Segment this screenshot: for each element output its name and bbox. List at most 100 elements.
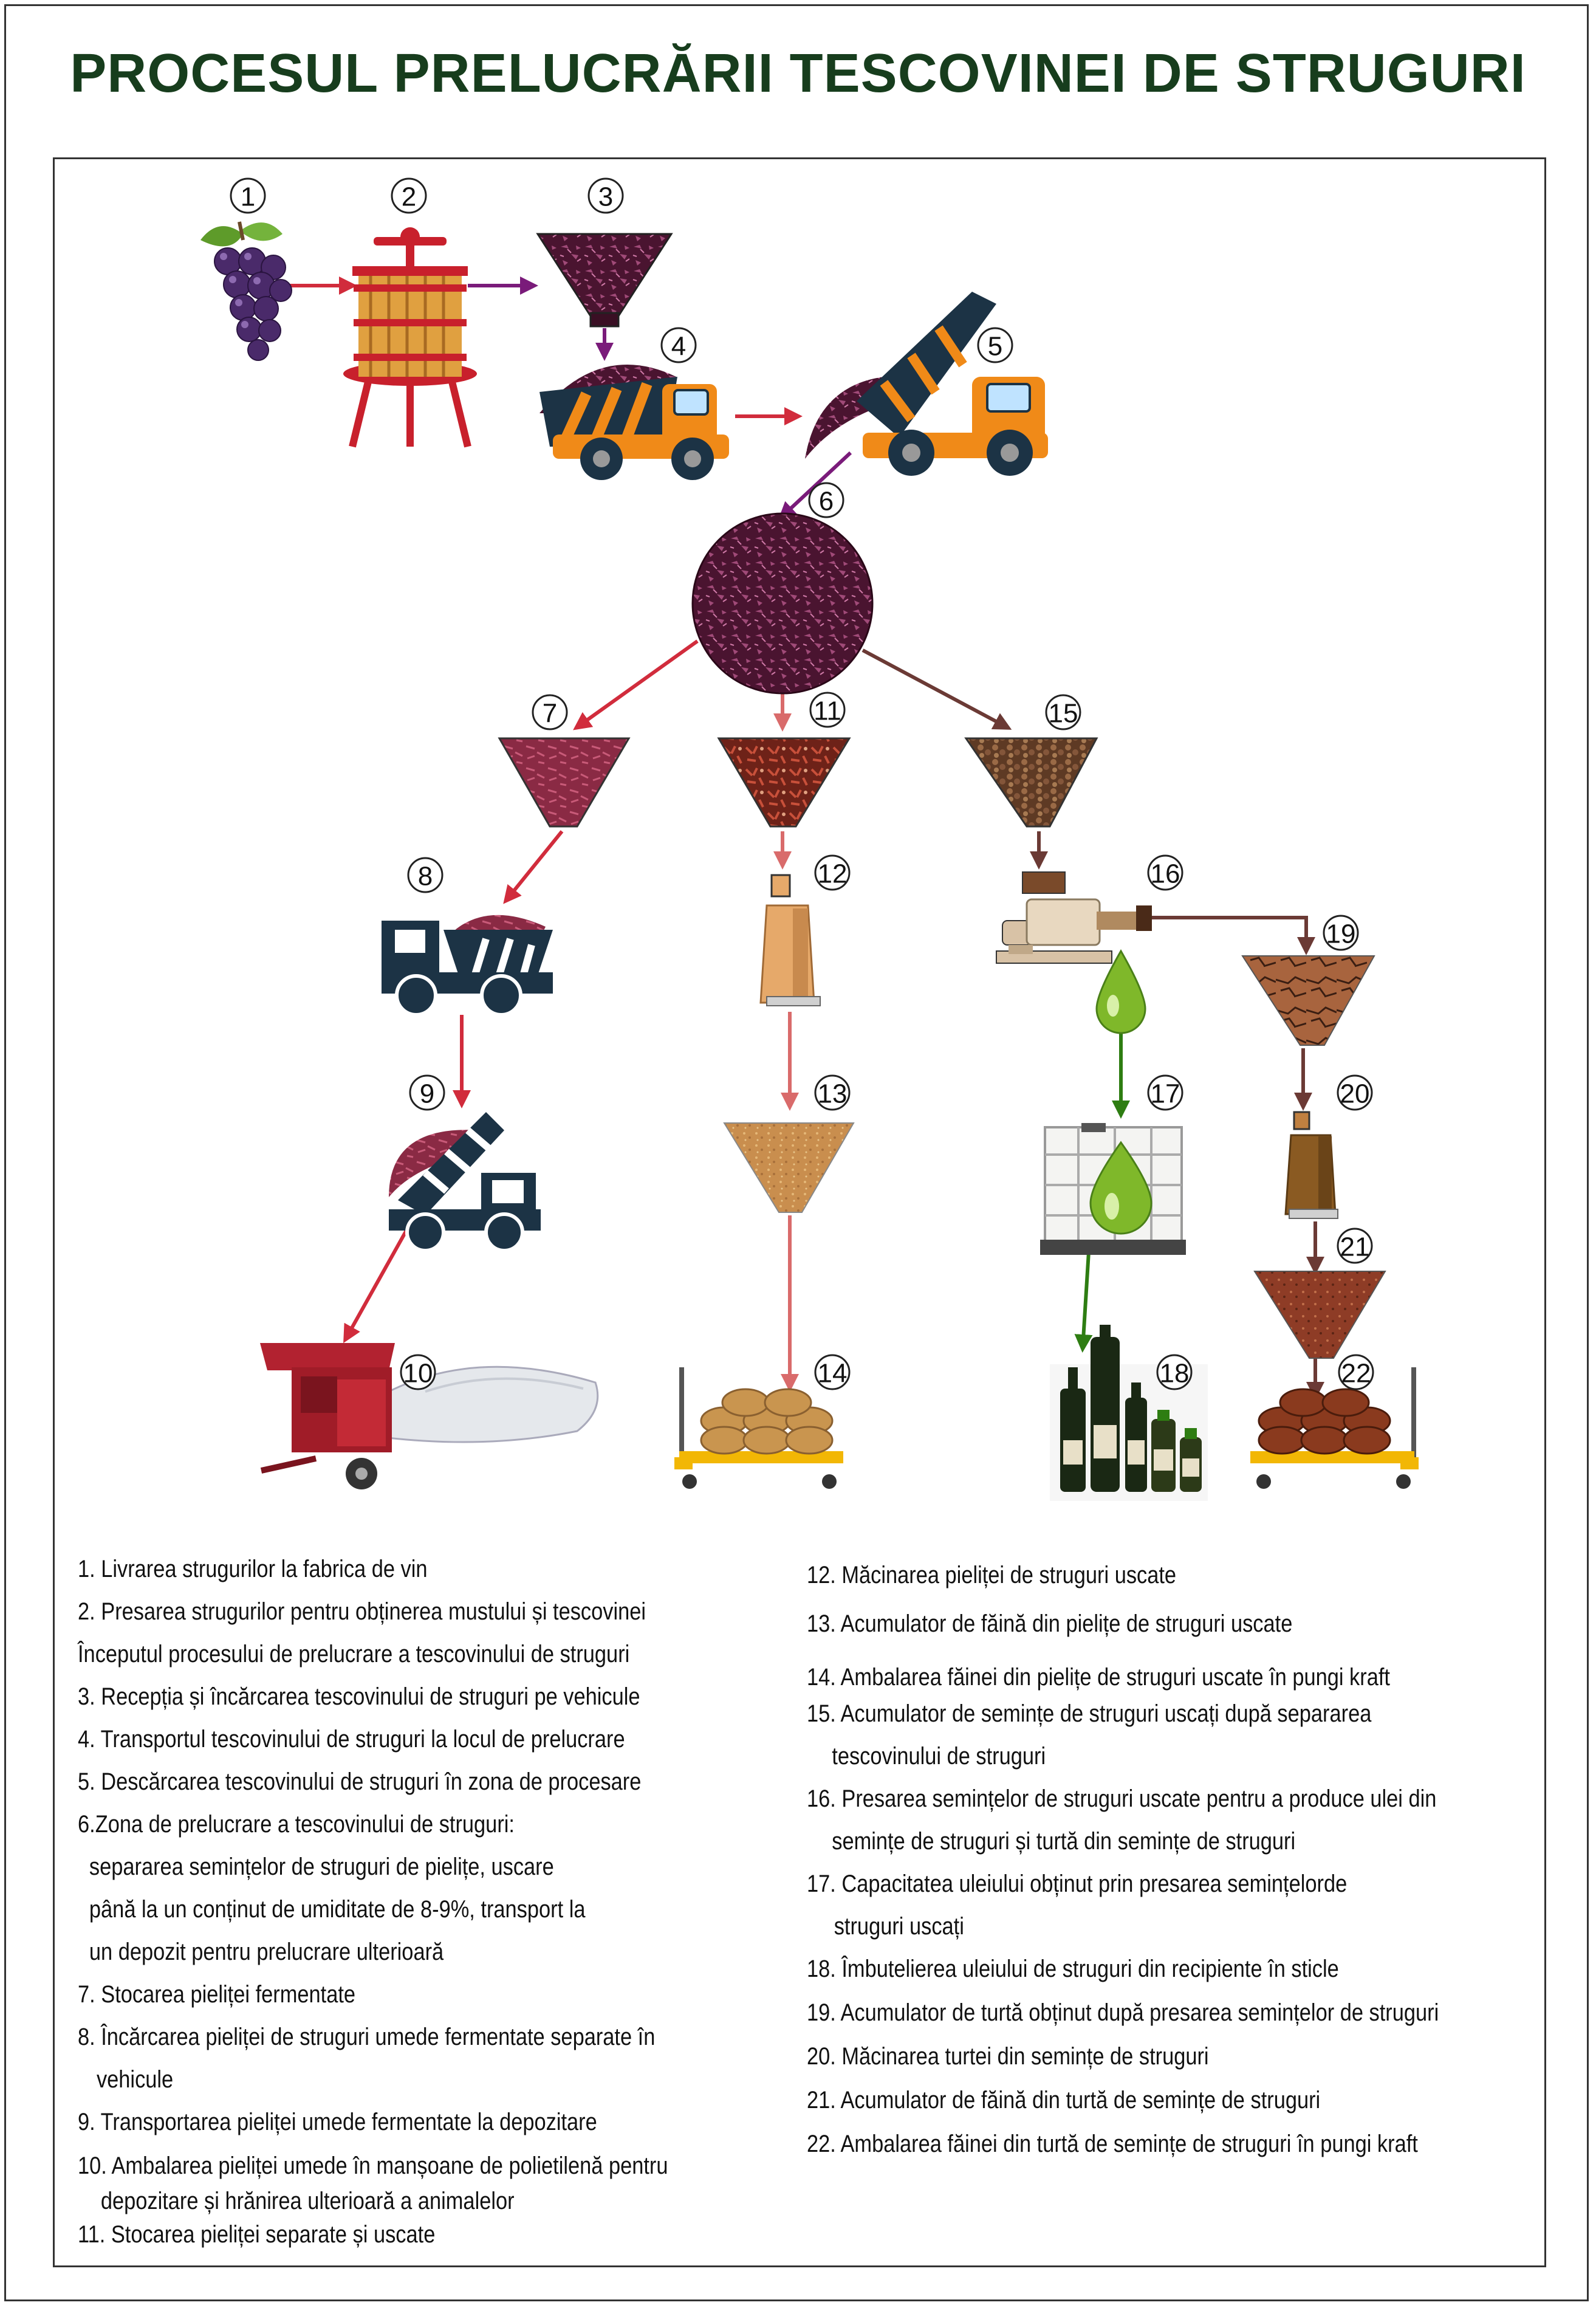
step-badge-22 [1338,1354,1374,1390]
page-title: PROCESUL PRELUCRĂRII TESCOVINEI DE STRUG… [70,43,1526,104]
legend-item-17: 17. Capacitatea uleiului obținut prin pr… [807,1870,1348,1897]
legend-item-20: 20. Măcinarea turtei din semințe de stru… [807,2043,1209,2070]
step-number-14: 14 [818,1359,848,1389]
step-number-17: 17 [1151,1079,1180,1109]
step-badge-11 [809,692,846,728]
legend-item-7: 7. Stocarea pieliței fermentate [78,1981,356,2008]
step-number-19: 19 [1326,919,1356,949]
legend-item-22: 22. Ambalarea făinei din turtă de seminț… [807,2131,1418,2157]
legend-item-11: 11. Stocarea pieliței separate și uscate [78,2221,436,2248]
step-badge-10 [400,1354,436,1390]
step-number-10: 10 [403,1359,433,1389]
step-number-21: 21 [1340,1232,1370,1262]
arrow-17-18 [1074,1251,1093,1353]
legend-item-15-line-2: tescovinului de struguri [832,1743,1046,1770]
arrow-7-8 [503,830,564,904]
step-number-16: 16 [1151,859,1180,889]
step-badge-1 [230,177,266,214]
oil-drop-highlight [1107,995,1119,1017]
hopper-skins-icon [498,737,631,828]
arrow-6-7 [573,639,699,730]
pallet-kraft-bags-icon [674,1367,843,1489]
hopper-dry-skins-icon [717,737,851,828]
step-number-13: 13 [818,1079,848,1109]
legend-item-9: 9. Transportarea pieliței umede fermenta… [78,2109,597,2135]
step-badge-13 [814,1074,851,1111]
step-badge-8 [407,857,444,893]
silage-bagging-machine-icon [260,1343,599,1489]
legend-item-18: 18. Îmbutelierea uleiului de struguri di… [807,1956,1339,1982]
legend-item-12: 12. Măcinarea pieliței de struguri uscat… [807,1562,1177,1588]
step-badge-5 [977,327,1013,363]
legend-item-13: 13. Acumulator de făină din pielițe de s… [807,1610,1293,1637]
legend-item-16: 16. Presarea semințelor de struguri usca… [807,1785,1437,1812]
step-badge-2 [391,177,427,214]
arrow-16-19 [1151,916,1315,955]
step-badge-3 [587,177,624,214]
legend-item-14: 14. Ambalarea făinei din pielițe de stru… [807,1664,1390,1691]
legend-item-2-note: Începutul procesului de prelucrare a tes… [78,1641,630,1667]
legend-item-5: 5. Descărcarea tescovinului de struguri … [78,1768,642,1795]
legend-item-1: 1. Livrarea strugurilor la fabrica de vi… [78,1556,428,1582]
step-number-7: 7 [543,699,557,729]
step-badge-21 [1337,1228,1373,1264]
step-badge-7 [532,694,568,730]
hopper-seeds-icon [964,737,1098,828]
step-number-1: 1 [241,182,255,212]
pomace-processing-circle [691,512,874,695]
legend-item-6: 6.Zona de prelucrare a tescovinului de s… [78,1811,515,1838]
step-badge-6 [808,482,844,518]
orange-truck-dumping-icon [805,292,1048,476]
legend-item-2: 2. Presarea strugurilor pentru obținerea… [78,1598,646,1625]
navy-truck-dumping-icon [389,1112,541,1252]
step-number-9: 9 [420,1079,434,1109]
hopper-pomace-icon [536,233,673,317]
oil-press-icon [996,871,1152,964]
legend-item-10: 10. Ambalarea pieliței umede în manșoane… [78,2152,668,2179]
cake-mill-icon [1284,1111,1338,1219]
step-number-3: 3 [598,182,613,212]
step-number-5: 5 [988,332,1002,362]
legend-item-17-line-2: struguri uscați [834,1913,964,1940]
legend-item-8: 8. Încărcarea pieliței de struguri umede… [78,2024,656,2050]
legend-item-8-line-2: vehicule [96,2066,174,2093]
legend-item-6-line-4: un depozit pentru prelucrare ulterioară [89,1939,444,1965]
hopper-skin-flour-icon [723,1122,855,1213]
legend-item-16-line-2: semințe de struguri și turtă din semințe… [832,1828,1296,1855]
hopper-cake-flour-icon [1253,1271,1386,1359]
orange-truck-loaded-icon [539,365,729,480]
step-badge-9 [409,1074,445,1111]
legend-item-6-line-3: până la un conținut de umiditate de 8-9%… [89,1896,586,1923]
legend-item-21: 21. Acumulator de făină din turtă de sem… [807,2087,1321,2114]
grapes-icon [200,221,292,361]
navy-truck-loaded-icon [382,915,553,1017]
step-number-4: 4 [671,332,686,362]
hopper-press-cake-icon [1241,955,1375,1046]
step-number-22: 22 [1341,1359,1371,1389]
arrow-6-15 [861,648,1012,730]
oil-bottles-icon [1050,1325,1208,1501]
step-number-8: 8 [418,862,433,891]
step-badge-18 [1156,1354,1193,1390]
step-badge-4 [660,327,697,363]
step-number-2: 2 [402,182,416,212]
step-number-18: 18 [1160,1359,1190,1389]
step-badge-17 [1147,1074,1183,1111]
ibc-oil-tank-icon [1040,1123,1186,1255]
legend-item-10-line-2: depozitare și hrănirea ulterioară a anim… [100,2188,515,2214]
step-badge-20 [1337,1074,1373,1111]
skin-mill-icon [759,874,821,1006]
step-badge-12 [814,854,851,891]
step-number-20: 20 [1340,1079,1370,1109]
wine-press-icon [343,227,477,448]
diagram-frame [53,157,1546,2267]
step-number-11: 11 [813,696,841,726]
arrow-9-10 [343,1217,415,1344]
hopper-pomace-spout [589,312,620,328]
step-number-12: 12 [818,859,848,889]
step-badge-14 [814,1354,851,1390]
pallet-cake-flour-bags-icon [1250,1367,1419,1489]
step-badge-15 [1045,694,1081,730]
legend-item-6-line-2: separarea semințelor de struguri de piel… [89,1853,554,1880]
